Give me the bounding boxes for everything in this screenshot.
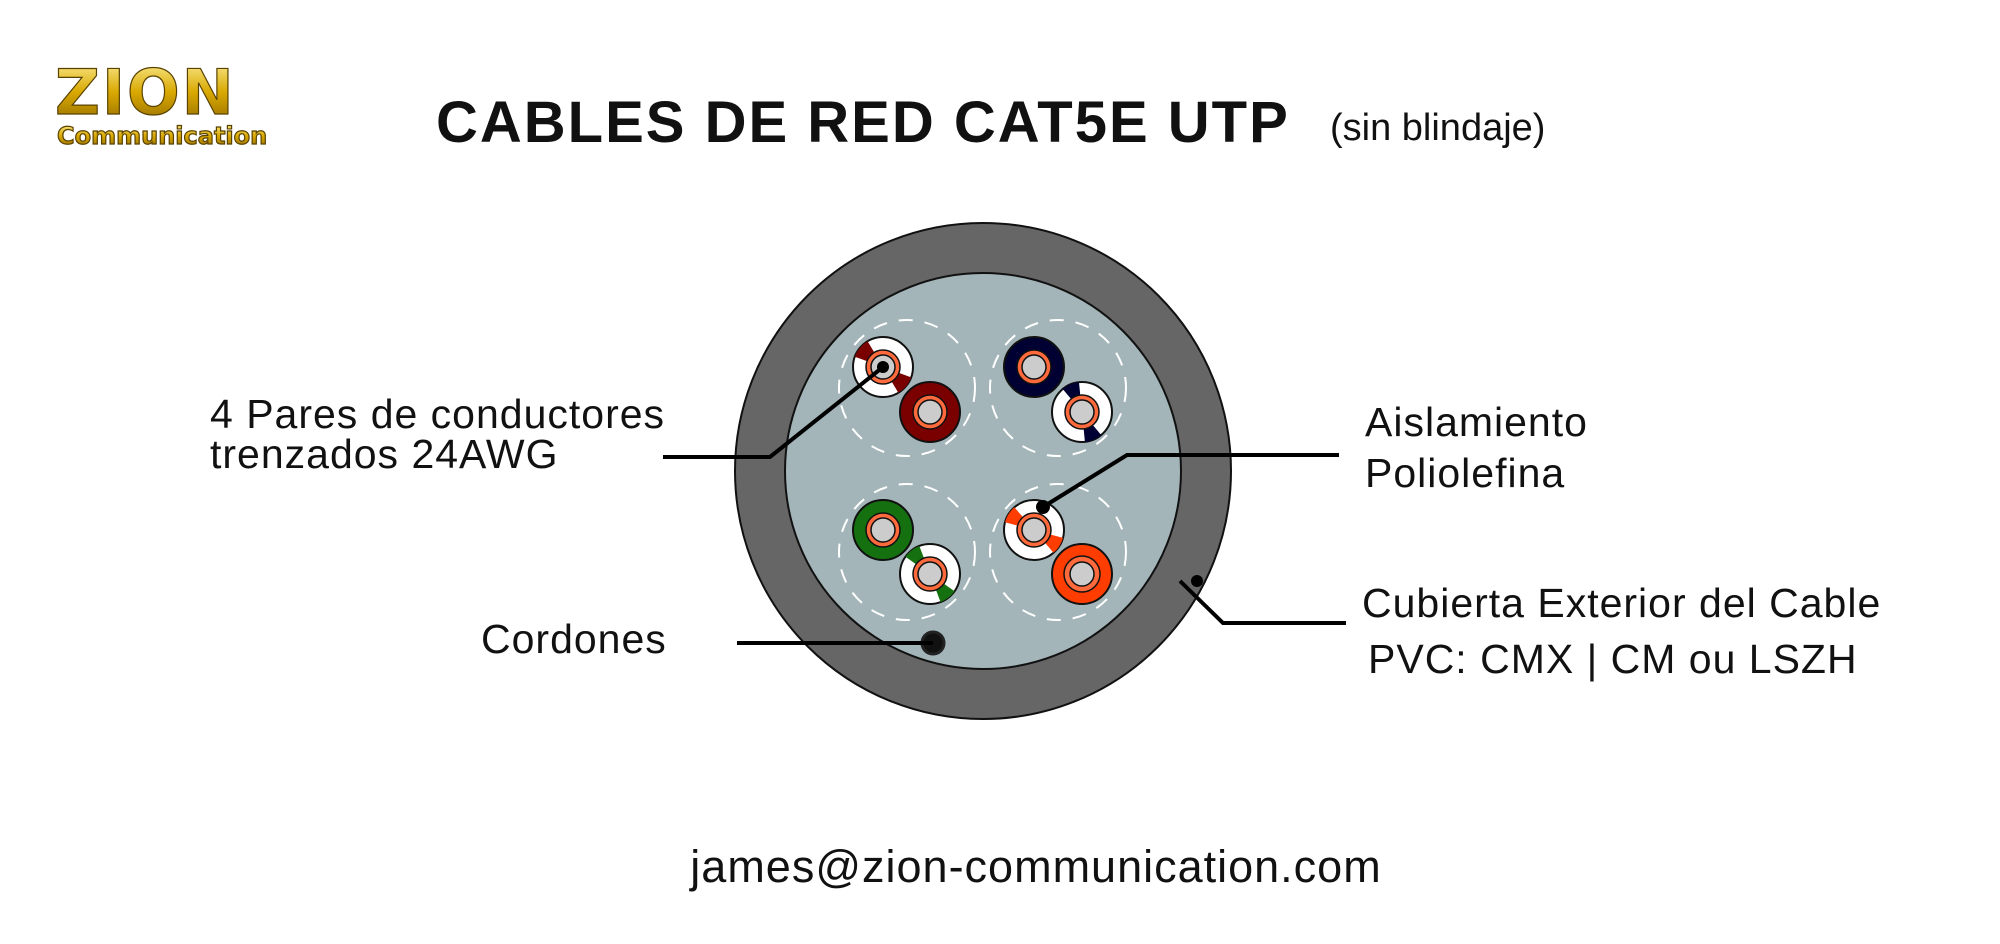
wire-blue xyxy=(1003,336,1065,398)
inner-core xyxy=(784,272,1182,670)
leader-dot xyxy=(877,361,889,373)
label-insulation-line1: Aislamiento xyxy=(1365,399,1588,445)
logo-sub: Communication xyxy=(57,122,267,150)
leader-lines xyxy=(663,361,1346,645)
leader-insulation xyxy=(1041,453,1339,509)
wire-green xyxy=(852,499,914,561)
wire-white-green xyxy=(899,543,961,605)
pair-boundary xyxy=(989,483,1127,621)
wire-white-blue xyxy=(1051,381,1113,443)
wire-brown xyxy=(899,381,961,443)
label-insulation-line2: Poliolefina xyxy=(1365,450,1565,496)
leader-pairs xyxy=(663,365,885,459)
leader-jacket xyxy=(1178,579,1346,625)
logo-brand: ZION xyxy=(55,56,236,129)
pair-boundary xyxy=(838,483,976,621)
leader-dot xyxy=(1036,500,1050,514)
cable-cross-section xyxy=(734,222,1232,720)
wire-white-orange xyxy=(1003,499,1065,561)
label-jacket-line1: Cubierta Exterior del Cable xyxy=(1362,580,1881,626)
label-jacket-line2: PVC: CMX | CM ou LSZH xyxy=(1368,636,1858,682)
title-note: (sin blindaje) xyxy=(1330,107,1545,149)
page-title: CABLES DE RED CAT5E UTP xyxy=(436,90,1290,155)
contact-email: james@zion-communication.com xyxy=(688,841,1381,892)
label-pairs-line1: 4 Pares de conductores xyxy=(210,391,665,437)
wire-orange xyxy=(1051,543,1113,605)
label-cords: Cordones xyxy=(481,616,667,662)
leader-dot xyxy=(1191,575,1203,587)
pair-boundary xyxy=(989,319,1127,457)
label-pairs-line2: trenzados 24AWG xyxy=(210,431,558,477)
zion-logo: ZION Communication xyxy=(54,55,267,150)
pair-boundary xyxy=(838,319,976,457)
